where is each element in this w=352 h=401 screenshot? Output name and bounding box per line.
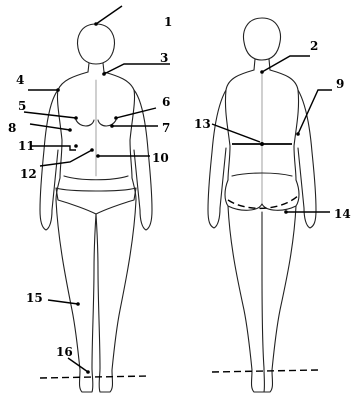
back-floor-line	[212, 370, 318, 372]
back-left-leg	[228, 206, 264, 392]
back-left-arm	[208, 90, 226, 228]
label-1: 1	[164, 15, 172, 29]
label-4: 4	[16, 73, 24, 87]
front-waist-hip	[56, 176, 136, 200]
label-9: 9	[336, 77, 344, 91]
label-7: 7	[162, 121, 170, 135]
label-11: 11	[18, 139, 35, 153]
label-16: 16	[56, 345, 73, 359]
back-right-leg	[262, 206, 296, 392]
front-left-arm	[40, 90, 58, 230]
back-point-13	[260, 142, 264, 146]
label-12: 12	[20, 167, 37, 181]
front-floor-line	[40, 376, 148, 378]
leader-3	[104, 64, 170, 74]
back-head	[244, 18, 281, 60]
front-right-leg	[96, 200, 136, 392]
label-3: 3	[160, 51, 168, 65]
leader-16	[68, 358, 88, 372]
leader-8	[30, 124, 70, 130]
leader-13	[212, 124, 260, 142]
leader-11	[30, 146, 76, 150]
label-10: 10	[152, 151, 169, 165]
leader-12	[40, 150, 92, 166]
leader-1	[96, 6, 122, 24]
leader-6	[116, 108, 156, 118]
label-14: 14	[334, 207, 351, 221]
label-15: 15	[26, 291, 43, 305]
leader-5	[24, 112, 76, 118]
label-5: 5	[18, 99, 26, 113]
back-right-arm	[298, 90, 316, 228]
label-13: 13	[194, 117, 211, 131]
front-head	[78, 24, 115, 64]
label-2: 2	[310, 39, 318, 53]
front-figure: 1 3 4 5 6 7 8 10 11 12 15 16	[8, 6, 172, 392]
label-8: 8	[8, 121, 16, 135]
leader-9	[298, 90, 332, 134]
front-point-11	[74, 144, 78, 148]
front-briefs	[56, 188, 136, 214]
back-figure: 2 9 13 14	[194, 18, 351, 392]
label-6: 6	[162, 95, 170, 109]
leader-15	[48, 300, 78, 304]
